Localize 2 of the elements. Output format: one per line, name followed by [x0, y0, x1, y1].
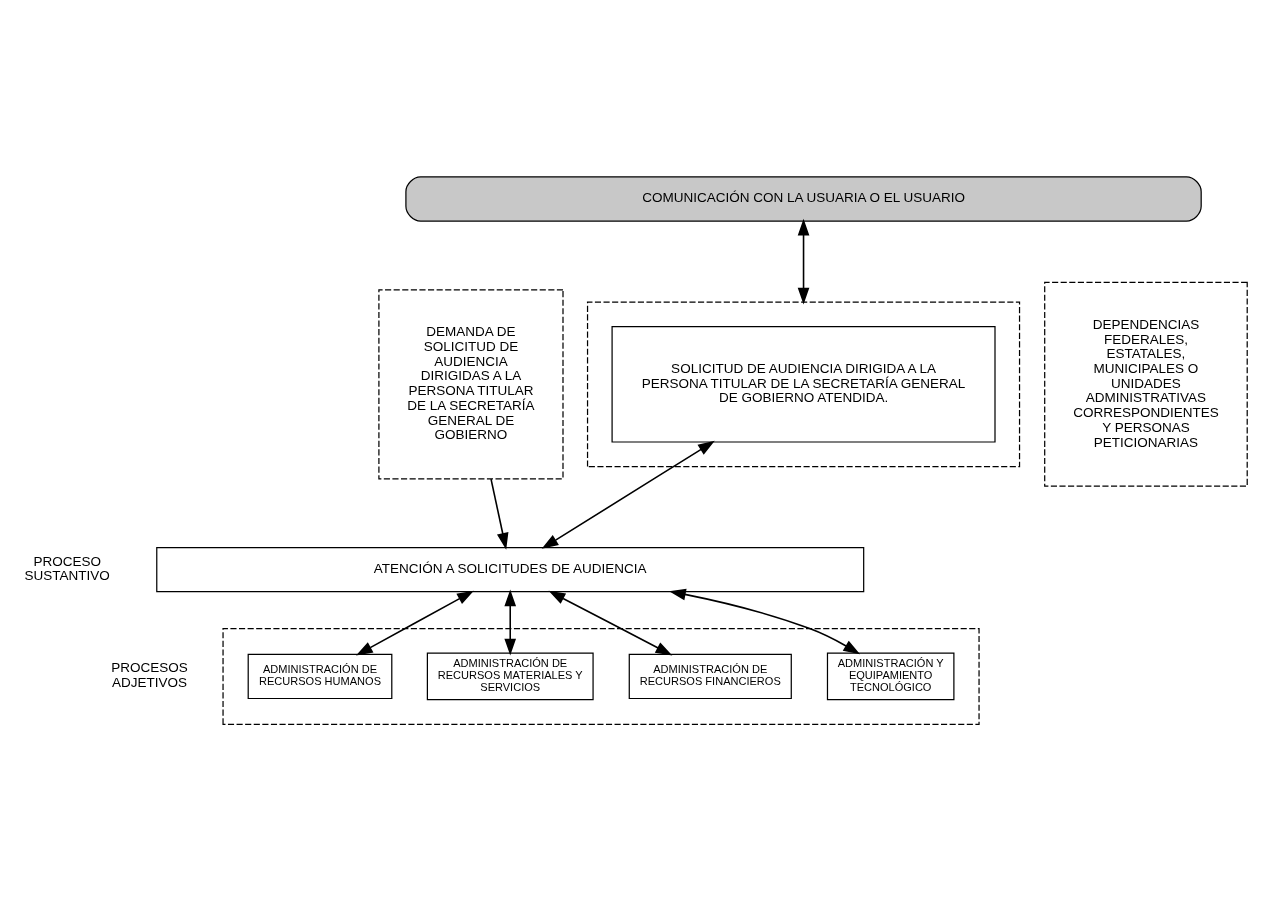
node-label: PROCESO SUSTANTIVO — [24, 553, 110, 584]
node-label: PROCESOS ADJETIVOS — [111, 660, 188, 691]
